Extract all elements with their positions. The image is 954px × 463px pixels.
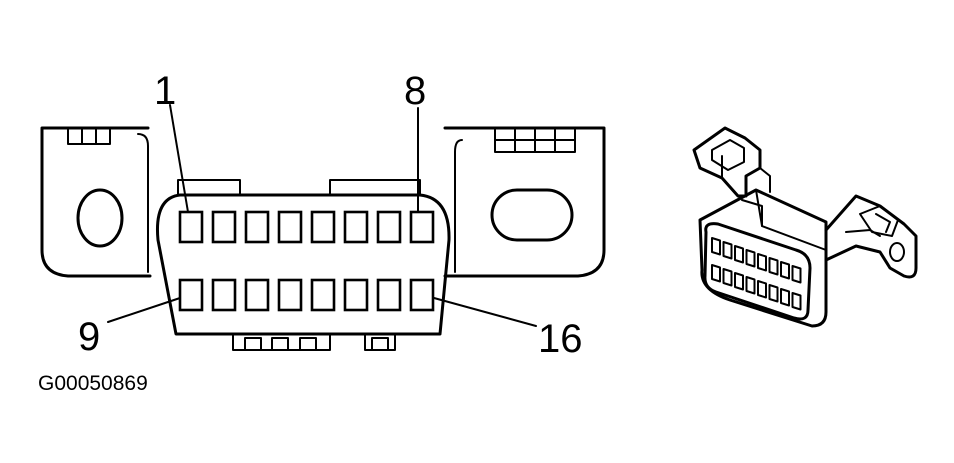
iso-pin-cavity-11 bbox=[734, 272, 744, 291]
iso-pin-cavity-14 bbox=[768, 284, 779, 303]
leader-line-pin-1 bbox=[169, 104, 189, 213]
pin-9 bbox=[178, 278, 204, 312]
pin-16 bbox=[409, 278, 435, 312]
pin-2 bbox=[211, 210, 237, 244]
left-mounting-flange bbox=[40, 126, 152, 278]
iso-pin-cavity-6 bbox=[768, 257, 779, 276]
iso-pin-cavity-4 bbox=[745, 249, 756, 268]
pin-11 bbox=[244, 278, 270, 312]
pin-16-label: 16 bbox=[538, 317, 583, 361]
isometric-housing bbox=[698, 188, 828, 328]
iso-pin-cavity-3 bbox=[734, 245, 744, 264]
isometric-pin-cavities bbox=[711, 237, 802, 311]
connector-front-view: 1 8 9 16 bbox=[40, 69, 606, 361]
connector-body bbox=[155, 193, 451, 336]
pin-7 bbox=[376, 210, 402, 244]
pin-10 bbox=[211, 278, 237, 312]
figure-id: G00050869 bbox=[38, 372, 148, 395]
pin-3 bbox=[244, 210, 270, 244]
iso-pin-cavity-15 bbox=[780, 288, 790, 307]
left-mounting-hole bbox=[76, 188, 124, 248]
iso-pin-cavity-16 bbox=[791, 292, 802, 311]
pin-8 bbox=[409, 210, 435, 244]
iso-pin-cavity-5 bbox=[757, 253, 767, 272]
iso-pin-cavity-12 bbox=[745, 276, 756, 295]
pin-6 bbox=[343, 210, 369, 244]
right-mounting-flange bbox=[443, 126, 606, 278]
iso-pin-cavity-8 bbox=[791, 265, 802, 284]
iso-pin-cavity-1 bbox=[711, 237, 721, 256]
pin-8-label: 8 bbox=[404, 69, 426, 113]
pin-9-label: 9 bbox=[78, 315, 100, 359]
leader-line-pin-16 bbox=[433, 297, 537, 327]
pin-4 bbox=[277, 210, 303, 244]
iso-pin-cavity-7 bbox=[780, 261, 790, 280]
pin-1-label: 1 bbox=[154, 69, 176, 113]
leader-line-pin-9 bbox=[107, 297, 181, 323]
connector-isometric-view bbox=[692, 126, 918, 328]
iso-pin-cavity-9 bbox=[711, 264, 721, 283]
iso-pin-cavity-2 bbox=[722, 241, 733, 260]
pin-grid bbox=[178, 210, 435, 312]
bottom-latch-tabs bbox=[232, 333, 396, 351]
pin-14 bbox=[343, 278, 369, 312]
iso-pin-cavity-10 bbox=[722, 268, 733, 287]
pin-12 bbox=[277, 278, 303, 312]
pin-13 bbox=[310, 278, 336, 312]
pin-15 bbox=[376, 278, 402, 312]
pin-1 bbox=[178, 210, 204, 244]
pin-5 bbox=[310, 210, 336, 244]
right-mounting-slot bbox=[490, 188, 574, 242]
iso-pin-cavity-13 bbox=[757, 280, 767, 299]
